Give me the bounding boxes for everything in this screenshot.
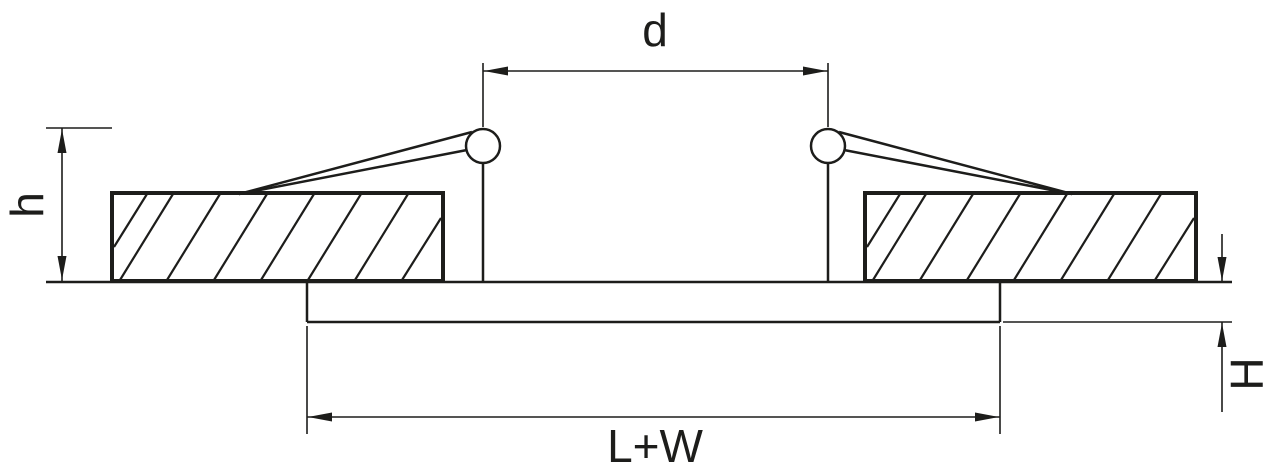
flange-left-outline	[110, 191, 445, 283]
LW-arrow-left	[308, 412, 332, 422]
dimension-h-graphics	[46, 127, 112, 281]
flange-left-hatching	[113, 193, 442, 281]
spring-right-upper-arm	[838, 130, 1073, 196]
dimension-label-H: H	[1221, 357, 1273, 390]
dimension-d-graphics	[482, 63, 829, 127]
spring-left-upper-arm	[238, 130, 473, 196]
flange-right-hatching	[866, 193, 1195, 281]
d-arrow-left	[484, 66, 508, 76]
flange-right-block	[863, 191, 1198, 283]
h-arrow-up	[57, 129, 67, 153]
spring-right-lower-arm	[843, 148, 1073, 196]
H-arrow-up	[1217, 323, 1227, 347]
d-arrow-right	[803, 66, 827, 76]
spring-left-lower-arm	[238, 148, 468, 196]
dimension-LW-graphics	[306, 326, 1001, 434]
housing-body	[305, 282, 1002, 324]
spring-clips	[238, 127, 1073, 282]
spring-left-pivot-circle	[464, 127, 502, 165]
flange-left-block	[110, 191, 445, 283]
dimension-label-d: d	[642, 4, 668, 56]
dimension-label-h: h	[1, 192, 53, 218]
H-arrow-down	[1217, 257, 1227, 281]
h-arrow-down	[57, 256, 67, 280]
dimension-H-graphics	[1003, 234, 1232, 412]
spring-right-pivot-circle	[809, 127, 847, 165]
dimension-label-LW: L+W	[607, 420, 703, 472]
LW-arrow-right	[975, 412, 999, 422]
flange-right-outline	[863, 191, 1198, 283]
